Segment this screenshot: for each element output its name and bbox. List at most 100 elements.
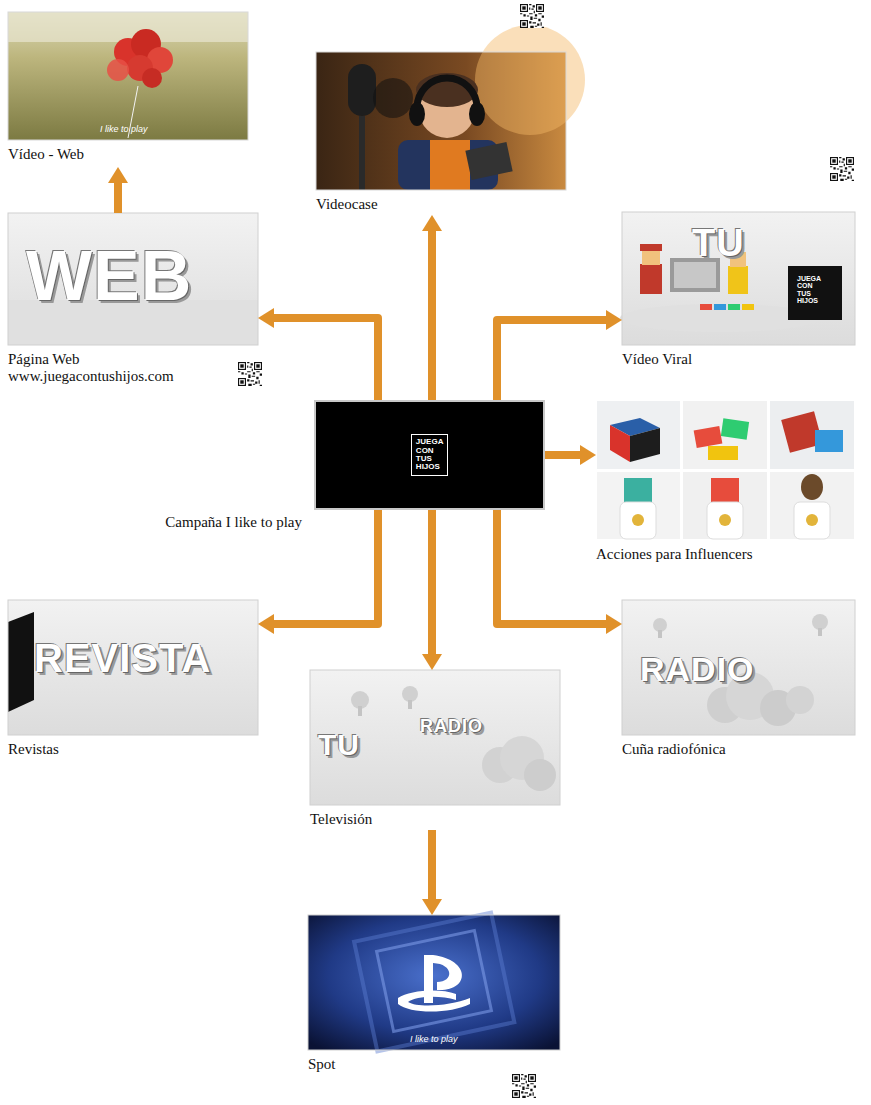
connector-arrow xyxy=(428,830,436,899)
playstation-spot-still xyxy=(308,913,560,1052)
qr-code xyxy=(830,157,854,181)
qr-code xyxy=(520,4,544,28)
watermark-text: I like to play xyxy=(410,1034,458,1044)
radio-spot-still xyxy=(653,618,667,632)
viral-video-still xyxy=(728,304,740,310)
media-thumbnail: Cuña radiofónica xyxy=(622,600,855,758)
influencer-collage xyxy=(694,426,723,448)
connector-arrow xyxy=(497,320,606,400)
influencer-collage xyxy=(632,514,644,526)
playstation-spot-still xyxy=(377,931,492,1032)
watermark-text: I like to play xyxy=(100,124,148,134)
television-still xyxy=(310,670,560,805)
television-still xyxy=(408,700,412,709)
qr-code xyxy=(238,4,854,1098)
connector-arrow xyxy=(274,318,378,400)
connector-arrow xyxy=(428,231,436,400)
thumbnail-area xyxy=(316,52,566,190)
radio-spot-still xyxy=(818,628,822,636)
influencer-collage xyxy=(620,502,656,539)
influencer-collage xyxy=(707,502,743,539)
playstation-spot-still xyxy=(354,913,514,1052)
videocase-still xyxy=(417,78,477,108)
node-caption: Cuña radiofónica xyxy=(622,741,855,758)
influencer-collage xyxy=(770,401,854,469)
viral-video-still xyxy=(620,212,855,345)
thumbnail-area xyxy=(8,213,258,345)
videocase-still xyxy=(469,102,485,126)
influencer-collage xyxy=(597,401,680,469)
media-thumbnail: Televisión xyxy=(310,670,560,828)
qr-code xyxy=(238,362,262,386)
node-caption: Televisión xyxy=(310,811,560,828)
television-still xyxy=(402,686,418,702)
radio-spot-still xyxy=(812,614,828,630)
television-still xyxy=(310,670,560,805)
viral-video-still xyxy=(640,244,662,251)
web-page-still xyxy=(8,213,258,345)
television-still xyxy=(310,670,560,805)
node-caption: Videocase xyxy=(316,196,566,213)
media-thumbnail: Spot xyxy=(308,915,560,1073)
connector-arrow xyxy=(428,510,436,654)
viral-video-still xyxy=(640,264,662,294)
influencer-collage xyxy=(630,428,660,462)
node-caption: Vídeo Viral xyxy=(622,351,855,368)
campaign-logo: JUEGA CON TUS HIJOS xyxy=(411,434,448,476)
playstation-spot-still xyxy=(398,991,470,1012)
videocase-still xyxy=(430,140,470,190)
radio-spot-still xyxy=(622,600,855,735)
magazine-still xyxy=(8,600,258,735)
scene-title: REVISTA xyxy=(34,636,211,681)
connector-arrow xyxy=(545,451,580,459)
influencer-collage xyxy=(624,478,652,502)
influencer-collage xyxy=(683,401,767,469)
viral-video-still xyxy=(674,262,716,288)
media-thumbnail: Vídeo Viral xyxy=(622,212,855,368)
radio-spot-still xyxy=(658,630,662,638)
videocase-still xyxy=(316,52,566,190)
thumbnail-area xyxy=(596,400,855,540)
influencer-collage xyxy=(596,400,855,540)
web-page-still xyxy=(8,213,258,345)
videocase-still xyxy=(416,73,478,107)
magazine-still xyxy=(8,600,258,735)
viral-video-still xyxy=(714,304,726,310)
node-caption: Campaña I like to play xyxy=(165,514,302,531)
influencer-collage xyxy=(815,430,843,452)
influencer-collage xyxy=(610,425,630,462)
node-caption: Página Web www.juegacontushijos.com xyxy=(8,351,208,385)
viral-video-still xyxy=(788,266,842,320)
scene-title: RADIO xyxy=(640,650,755,689)
influencer-collage xyxy=(596,400,855,540)
videocase-still xyxy=(359,116,365,190)
influencer-collage xyxy=(721,418,749,439)
connector-arrow xyxy=(497,510,606,624)
influencer-collage xyxy=(708,446,738,460)
viral-video-still xyxy=(728,266,748,294)
influencer-collage xyxy=(719,514,731,526)
qr-code xyxy=(512,1074,536,1098)
connector-arrow xyxy=(114,183,122,213)
thumbnail-area xyxy=(308,915,560,1050)
thumbnail-area xyxy=(310,670,560,805)
influencer-collage xyxy=(597,472,680,539)
videocase-still xyxy=(465,142,512,180)
media-thumbnail: Revistas xyxy=(8,600,258,758)
media-thumbnail: Acciones para Influencers xyxy=(596,400,855,563)
thumbnail-area xyxy=(8,12,248,140)
video-web-still xyxy=(8,12,248,140)
scene-title: TU xyxy=(318,728,360,762)
videocase-still xyxy=(316,25,585,190)
node-caption: Revistas xyxy=(8,741,258,758)
radio-spot-still xyxy=(622,600,855,735)
thumbnail-area xyxy=(622,212,855,345)
viral-video-still xyxy=(700,304,712,310)
influencer-collage xyxy=(620,474,830,539)
videocase-still xyxy=(348,64,376,116)
influencer-collage xyxy=(794,502,830,539)
scene-title: WEB xyxy=(26,236,192,316)
playstation-spot-still xyxy=(308,915,560,1050)
video-web-still xyxy=(8,12,248,140)
